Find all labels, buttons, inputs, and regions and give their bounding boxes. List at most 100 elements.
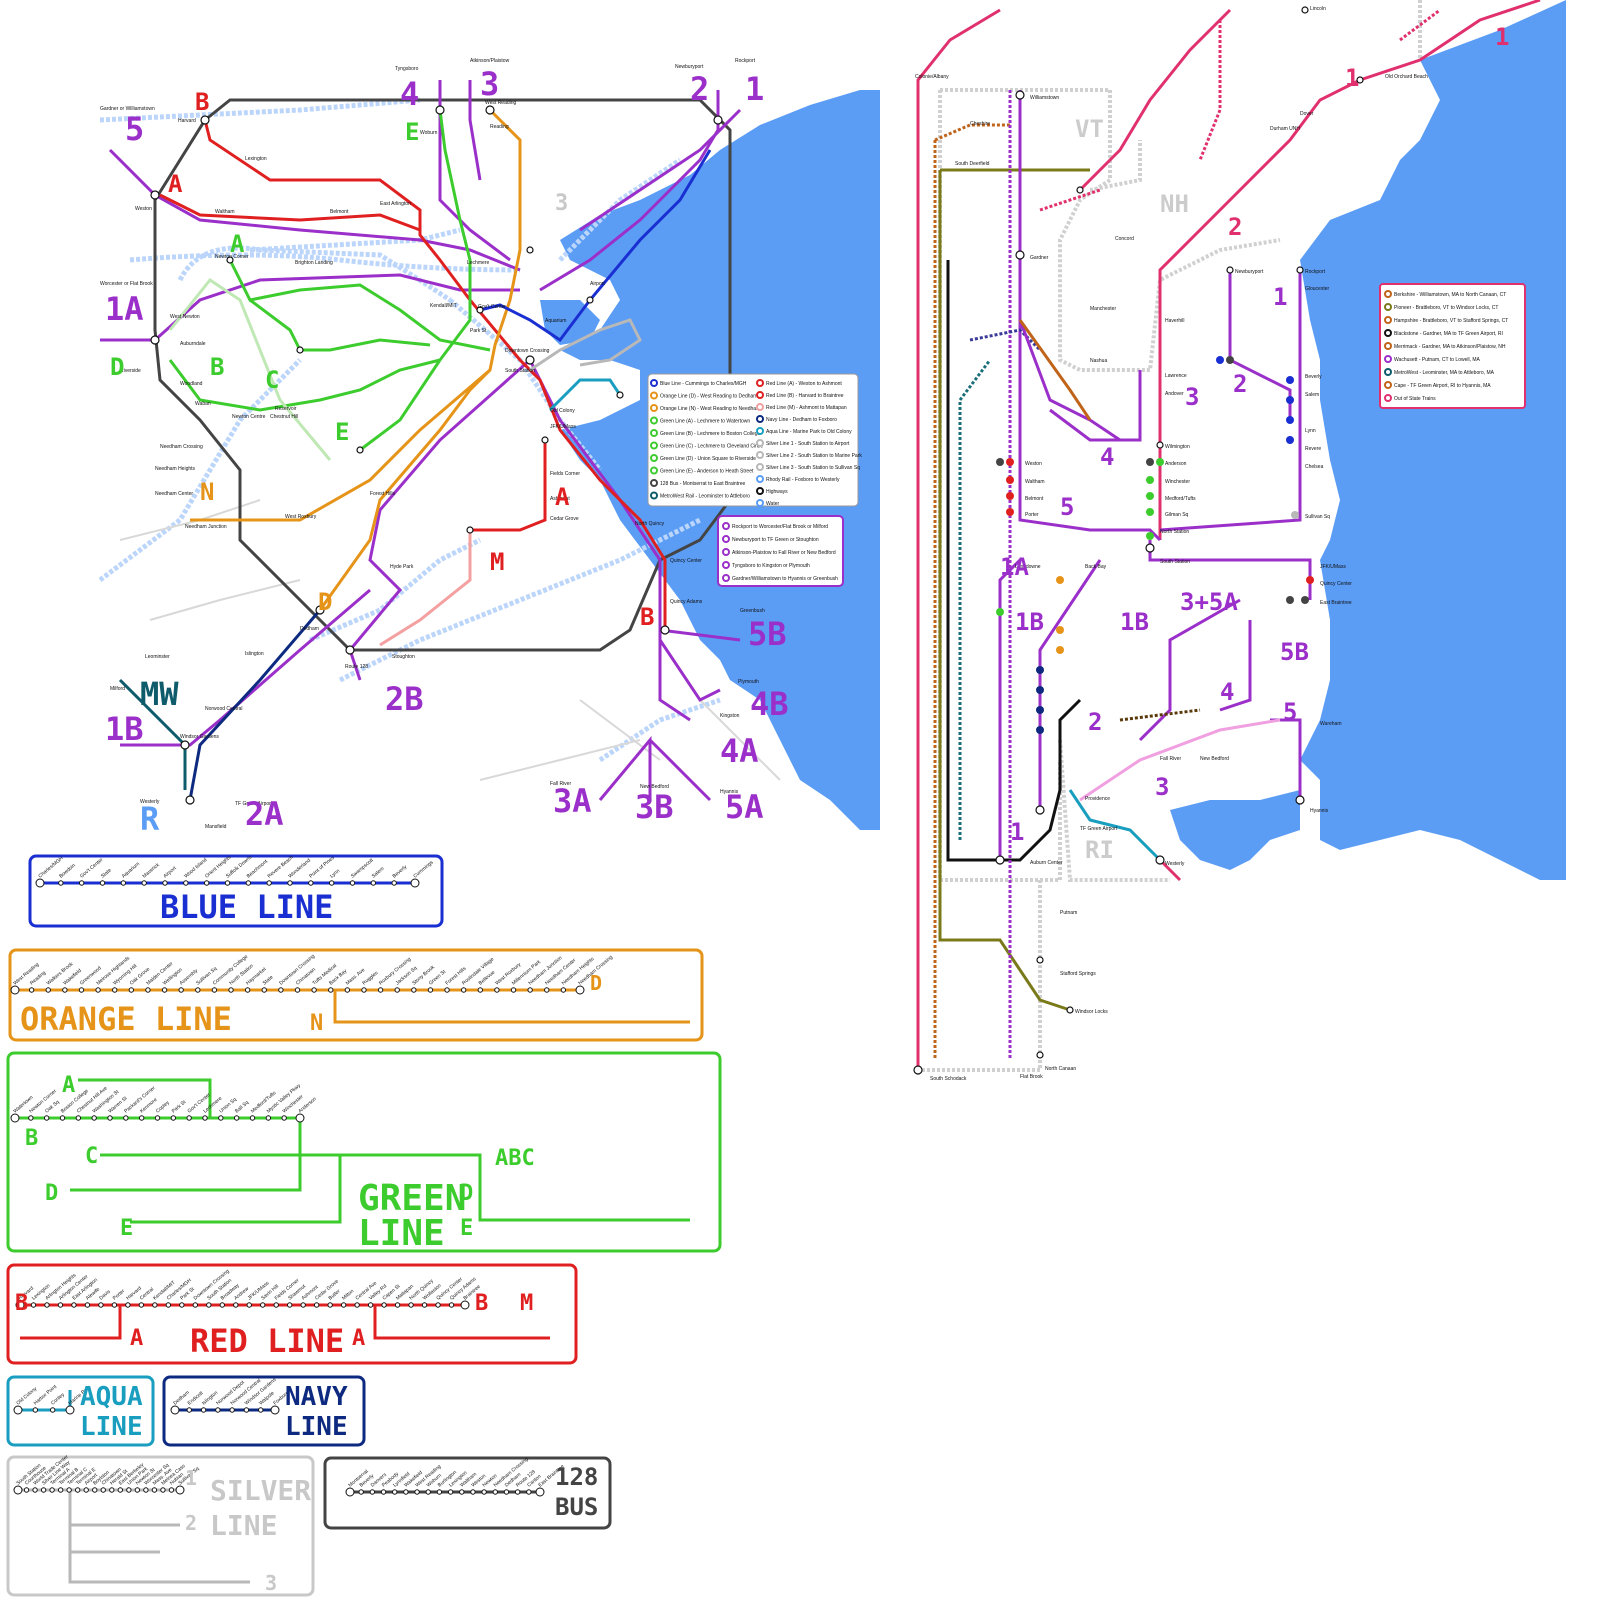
station-label: West Reading [485,100,517,106]
station-label: Kingston [720,713,740,719]
station-label: Williamstown [1030,95,1059,101]
legend-item: Tyngsboro to Kingston or Plymouth [732,563,810,569]
legend-marker [1384,290,1392,298]
legend-item: Orange Line (D) - West Reading to Dedham [660,394,757,400]
route-label: 1B [1120,608,1149,636]
blue-line [479,149,712,343]
route-label: 4 [1100,443,1114,471]
boston-map: Tyngsboro Atkinson/Plaistow Newburyport … [98,58,880,838]
station-label: Porter [1025,512,1039,518]
legend-marker [1384,303,1392,311]
legend-item: Berkshire - Williamstown, MA to North Ca… [1394,292,1506,298]
strip-station-marker [28,987,35,993]
strip-station-marker [10,985,20,995]
strip-station-marker [394,987,400,993]
station-label: Gilman Sq [1165,512,1189,518]
strip-station-marker [233,1302,239,1308]
red-line [159,119,667,630]
legend-marker [756,475,764,483]
legend-item: Gardner/Williamstown to Hyannis or Green… [732,576,838,582]
station-label: Putnam [1060,910,1077,916]
legend-marker [722,561,730,569]
strip-title: 128 [555,1463,598,1491]
strip-station-marker [328,987,334,993]
station-label: Ashmont [550,496,570,502]
strip-station-marker [200,1407,207,1413]
station-label: Norwood Central [205,706,243,712]
strip-station-marker [49,1407,56,1413]
route-label: B [210,353,224,381]
strip-station-marker [535,1487,545,1497]
station-label: Newburyport [675,64,704,70]
strip-station-marker [195,987,201,993]
legend-marker [650,379,658,387]
legend-item: Hampshire - Brattleboro, VT to Stafford … [1394,318,1508,324]
route-label: 2A [245,795,284,833]
station-label: Newton Centre [232,414,266,420]
strip-station-marker [425,1489,431,1495]
strip-station-marker [503,1489,510,1495]
legend-item: Merrimack - Gardner, MA to Atkinson/Plai… [1394,344,1506,350]
strip-station-marker [273,1302,279,1308]
strip-station-marker [45,987,51,993]
strip-station-marker [186,1115,192,1121]
station-label: Andover [1165,391,1184,397]
strip-station-marker [448,1302,455,1308]
station-label: Belmont [330,209,349,215]
station-labels: Tyngsboro Atkinson/Plaistow Newburyport … [100,58,765,830]
green-route-labels: A E B C D E [110,118,419,446]
station-label: Leominster [145,654,170,660]
legend-item: Red Line (B) - Harvard to Braintree [766,393,844,399]
strip-station-marker [151,1487,158,1493]
station-label: Chelsea [1305,464,1324,470]
legend-item: Highways [766,489,788,495]
route-label: D [110,353,124,381]
legend-item: Water [766,501,779,507]
station-label: Quincy Center [670,558,702,564]
strip-station-marker [481,1489,487,1495]
strip-station-marker [311,987,317,993]
legend-marker [756,487,764,495]
strip-station-marker [74,1487,81,1493]
strip-station-marker [246,1302,252,1308]
green-line-light [168,277,332,461]
legend-marker [650,466,658,475]
station-label: Beverly [1305,374,1322,380]
station-label: Old Orchard Beach [1385,74,1428,80]
station-label: North Quincy [635,521,665,527]
strip-station-marker [244,987,251,993]
route-label: 5B [1280,638,1309,666]
station-label: North Station [1160,529,1189,535]
strip-tag: E [120,1216,133,1241]
legend-item: Red Line (M) - Ashmont to Mattapan [766,405,847,411]
station-label: Concord [1115,236,1134,242]
strip-station-marker [281,1115,287,1121]
strip-station-marker [10,1113,20,1123]
route-label: 1B [1015,608,1044,636]
strip-station-marker [391,880,397,886]
station-label: Needham Center [155,491,193,497]
strip-station-marker [83,1487,89,1493]
legend-item: Silver Line 1 - South Station to Airport [766,441,850,447]
strip-station-marker [444,987,450,993]
strip-station-marker [202,1115,208,1121]
route-label: 1 [1345,64,1359,92]
station-label: Gardner or Williamstown [100,106,155,112]
strip-tag: B [25,1126,38,1151]
route-label: 4A [720,732,759,770]
strip-tag: 3 [265,1571,277,1595]
route-label: 5 [125,110,144,148]
station-label: Brighton Landing [295,260,333,266]
strip-station-marker [527,987,533,993]
regional-labels: Williamstown Gardner South Station North… [915,6,1428,1082]
station-label: Kendall/MIT [430,303,457,309]
station-label: Colonie/Albany [915,74,949,80]
strip-station-marker [179,1302,185,1308]
station-label: Gov't Center [478,304,506,310]
strip-station-marker [411,987,417,993]
strip-title: LINE [358,1213,445,1254]
strip-title: AQUA [80,1382,143,1412]
route-label: 1A [1000,553,1029,581]
